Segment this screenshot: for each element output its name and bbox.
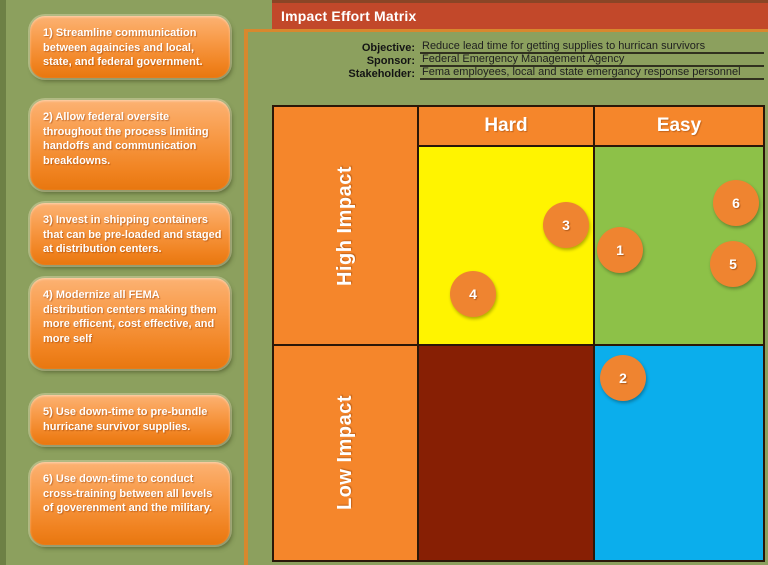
column-header-easy: Easy <box>595 107 763 145</box>
idea-card-5: 5) Use down-time to pre-bundle hurricane… <box>30 395 230 445</box>
low-impact-label: Low Impact <box>334 395 356 511</box>
matrix-marker-3: 3 <box>543 202 589 248</box>
matrix-marker-5: 5 <box>710 241 756 287</box>
info-row-stakeholder: Stakeholder: Fema employees, local and s… <box>286 66 764 80</box>
idea-card-6: 6) Use down-time to conduct cross-traini… <box>30 462 230 545</box>
high-impact-label: High Impact <box>334 165 356 286</box>
idea-card-1: 1) Streamline communication between agai… <box>30 16 230 78</box>
horizontal-frame-rule <box>244 29 768 32</box>
info-panel: Objective: Reduce lead time for getting … <box>286 40 764 80</box>
column-header-hard: Hard <box>419 107 593 145</box>
matrix-marker-1: 1 <box>597 227 643 273</box>
hard-label: Hard <box>484 115 528 136</box>
info-row-objective: Objective: Reduce lead time for getting … <box>286 40 764 54</box>
left-edge-strip <box>0 0 6 565</box>
objective-value: Reduce lead time for getting supplies to… <box>420 40 764 54</box>
stakeholder-label: Stakeholder: <box>348 68 415 80</box>
stakeholder-value: Fema employees, local and state emerganc… <box>420 66 764 80</box>
idea-card-2: 2) Allow federal oversite throughout the… <box>30 100 230 190</box>
objective-label: Objective: <box>361 42 415 54</box>
info-row-sponsor: Sponsor: Federal Emergency Management Ag… <box>286 53 764 67</box>
row-header-low-impact: Low Impact <box>274 346 417 560</box>
title-bar: Impact Effort Matrix <box>272 0 768 29</box>
idea-card-3: 3) Invest in shipping containers that ca… <box>30 203 230 265</box>
sponsor-label: Sponsor: <box>366 55 415 67</box>
matrix-marker-2: 2 <box>600 355 646 401</box>
idea-card-4: 4) Modernize all FEMA distribution cente… <box>30 278 230 369</box>
vertical-frame-rule <box>244 30 248 565</box>
page-title: Impact Effort Matrix <box>281 8 417 24</box>
quadrant-low-impact-hard <box>419 346 593 560</box>
sponsor-value: Federal Emergency Management Agency <box>420 53 764 67</box>
matrix-marker-4: 4 <box>450 271 496 317</box>
row-header-high-impact: High Impact <box>274 107 417 344</box>
easy-label: Easy <box>656 115 702 136</box>
matrix-marker-6: 6 <box>713 180 759 226</box>
impact-effort-matrix: High Impact Low Impact Hard Easy <box>272 105 765 562</box>
